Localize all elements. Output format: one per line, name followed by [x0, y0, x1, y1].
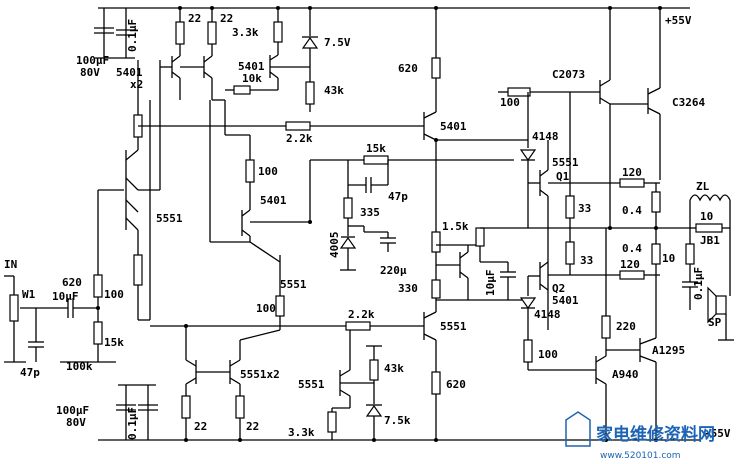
supply-caps-top — [94, 8, 136, 59]
watermark-text: 家电维修资料网 — [596, 424, 715, 445]
c-47p-fb-label: 47p — [388, 190, 408, 203]
c-220u-label: 220μ — [380, 264, 407, 277]
r-top-43k-label: 43k — [324, 84, 344, 97]
q-c3264-label: C3264 — [672, 96, 705, 109]
c-top-80v-label: 80V — [80, 66, 100, 79]
load-network — [682, 194, 734, 341]
in-label: IN — [4, 258, 17, 271]
r-620-bot-label: 620 — [446, 378, 466, 391]
r-120-bot-label: 120 — [620, 258, 640, 271]
c-bot-01u-label: 0.1μF — [126, 407, 139, 440]
r-120-top-label: 120 — [622, 166, 642, 179]
r-top-33k-label: 3.3k — [232, 26, 259, 39]
c-top-01u-label: 0.1μF — [126, 19, 139, 52]
r-100-mid2-label: 100 — [256, 302, 276, 315]
r-100-top-drv-label: 100 — [500, 96, 520, 109]
q2-type-label: 5401 — [552, 294, 579, 307]
r-100-mid-label: 100 — [258, 165, 278, 178]
q1-type-label: 5551 — [552, 156, 579, 169]
d-4148-top-label: 4148 — [532, 130, 559, 143]
r-04-b-label: 0.4 — [622, 242, 642, 255]
c-top-100u-label: 100μF — [76, 54, 109, 67]
r-220-label: 220 — [616, 320, 636, 333]
r-100-bot-drv-label: 100 — [538, 348, 558, 361]
r-10-out-label: 10 — [662, 252, 675, 265]
r-04-a-label: 0.4 — [622, 204, 642, 217]
q-5401-mid-label: 5401 — [260, 194, 287, 207]
bottom-mirror — [181, 326, 281, 442]
r-top-22b-label: 22 — [220, 12, 233, 25]
r-bot-43k-label: 43k — [384, 362, 404, 375]
c-10uf-bias-label: 10μF — [484, 270, 497, 297]
r-10k-label: 10k — [242, 72, 262, 85]
r-620-top-label: 620 — [398, 62, 418, 75]
q-vas-top-label: 5401 — [440, 120, 467, 133]
c-bot-100u-label: 100μF — [56, 404, 89, 417]
q-bot-5551-label: 5551 — [298, 378, 325, 391]
d-4005-label: 4005 — [328, 232, 341, 259]
feedback-top — [138, 121, 424, 131]
r-15k-bias-label: 1.5k — [442, 220, 469, 233]
bias-spreader — [436, 227, 528, 301]
c-01uf-out-label: 0.1μF — [692, 267, 705, 300]
q1-label: Q1 — [556, 170, 570, 183]
c-in-47p-label: 47p — [20, 366, 40, 379]
q-vas-bot-label: 5551 — [440, 320, 467, 333]
q2-label: Q2 — [552, 282, 565, 295]
sp-label: SP — [708, 316, 722, 329]
top-mirror — [160, 6, 226, 135]
top-bias — [225, 6, 319, 112]
watermark-url: www.520101.com — [600, 451, 681, 461]
q-a1295-label: A1295 — [652, 344, 685, 357]
r-in-100k-label: 100k — [66, 360, 93, 373]
z-bot-75-label: 7.5k — [384, 414, 411, 427]
q-bot-pair-label: 5551x2 — [240, 368, 280, 381]
r-bot-22a-label: 22 — [194, 420, 207, 433]
feedback-bottom — [150, 321, 424, 331]
r-in-100-label: 100 — [104, 288, 124, 301]
input-stage — [125, 60, 161, 321]
labels: +55V -55V IN W1 10μF 620 100 15k 100k 47… — [4, 12, 731, 440]
mid-stage — [209, 100, 312, 330]
q-top-pair-label: 5401 — [116, 66, 143, 79]
r-in-15k-label: 15k — [104, 336, 124, 349]
watermark: 家电维修资料网 www.520101.com — [565, 411, 715, 461]
vplus-label: +55V — [665, 14, 692, 27]
r-bot-22b-label: 22 — [246, 420, 259, 433]
r-in-620-label: 620 — [62, 276, 82, 289]
r-22k-bot-label: 2.2k — [348, 308, 375, 321]
c-bot-80v-label: 80V — [66, 416, 86, 429]
jb1-label: JB1 — [700, 234, 720, 247]
r-top-22a-label: 22 — [188, 12, 201, 25]
output-stage — [498, 6, 690, 442]
zl-label: ZL — [696, 180, 710, 193]
r-335-label: 335 — [360, 206, 380, 219]
r-10-zobel-label: 10 — [700, 210, 713, 223]
r-bot-33k-label: 3.3k — [288, 426, 315, 439]
r-15k-fb-label: 15k — [366, 142, 386, 155]
q-5551-mid-label: 5551 — [280, 278, 307, 291]
r-33-a-label: 33 — [578, 202, 591, 215]
feedback-network — [309, 155, 514, 271]
d-4148-bot-label: 4148 — [534, 308, 561, 321]
q-top-pair-x2-label: x2 — [130, 78, 143, 91]
c-in-10u-label: 10μF — [52, 290, 79, 303]
input-section — [4, 189, 124, 363]
z-top-75-label: 7.5V — [324, 36, 351, 49]
q-5551-left-label: 5551 — [156, 212, 183, 225]
r-33-b-label: 33 — [580, 254, 593, 267]
vas-spine — [423, 6, 528, 442]
q-top-5401-label: 5401 — [238, 60, 265, 73]
q-a940-label: A940 — [612, 368, 639, 381]
vminus-label: -55V — [704, 427, 731, 440]
w1-label: W1 — [22, 288, 36, 301]
r-330-label: 330 — [398, 282, 418, 295]
r-22k-top-label: 2.2k — [286, 132, 313, 145]
bottom-bias — [327, 330, 383, 442]
q-c2073-label: C2073 — [552, 68, 585, 81]
supply-caps-bottom — [116, 384, 158, 440]
